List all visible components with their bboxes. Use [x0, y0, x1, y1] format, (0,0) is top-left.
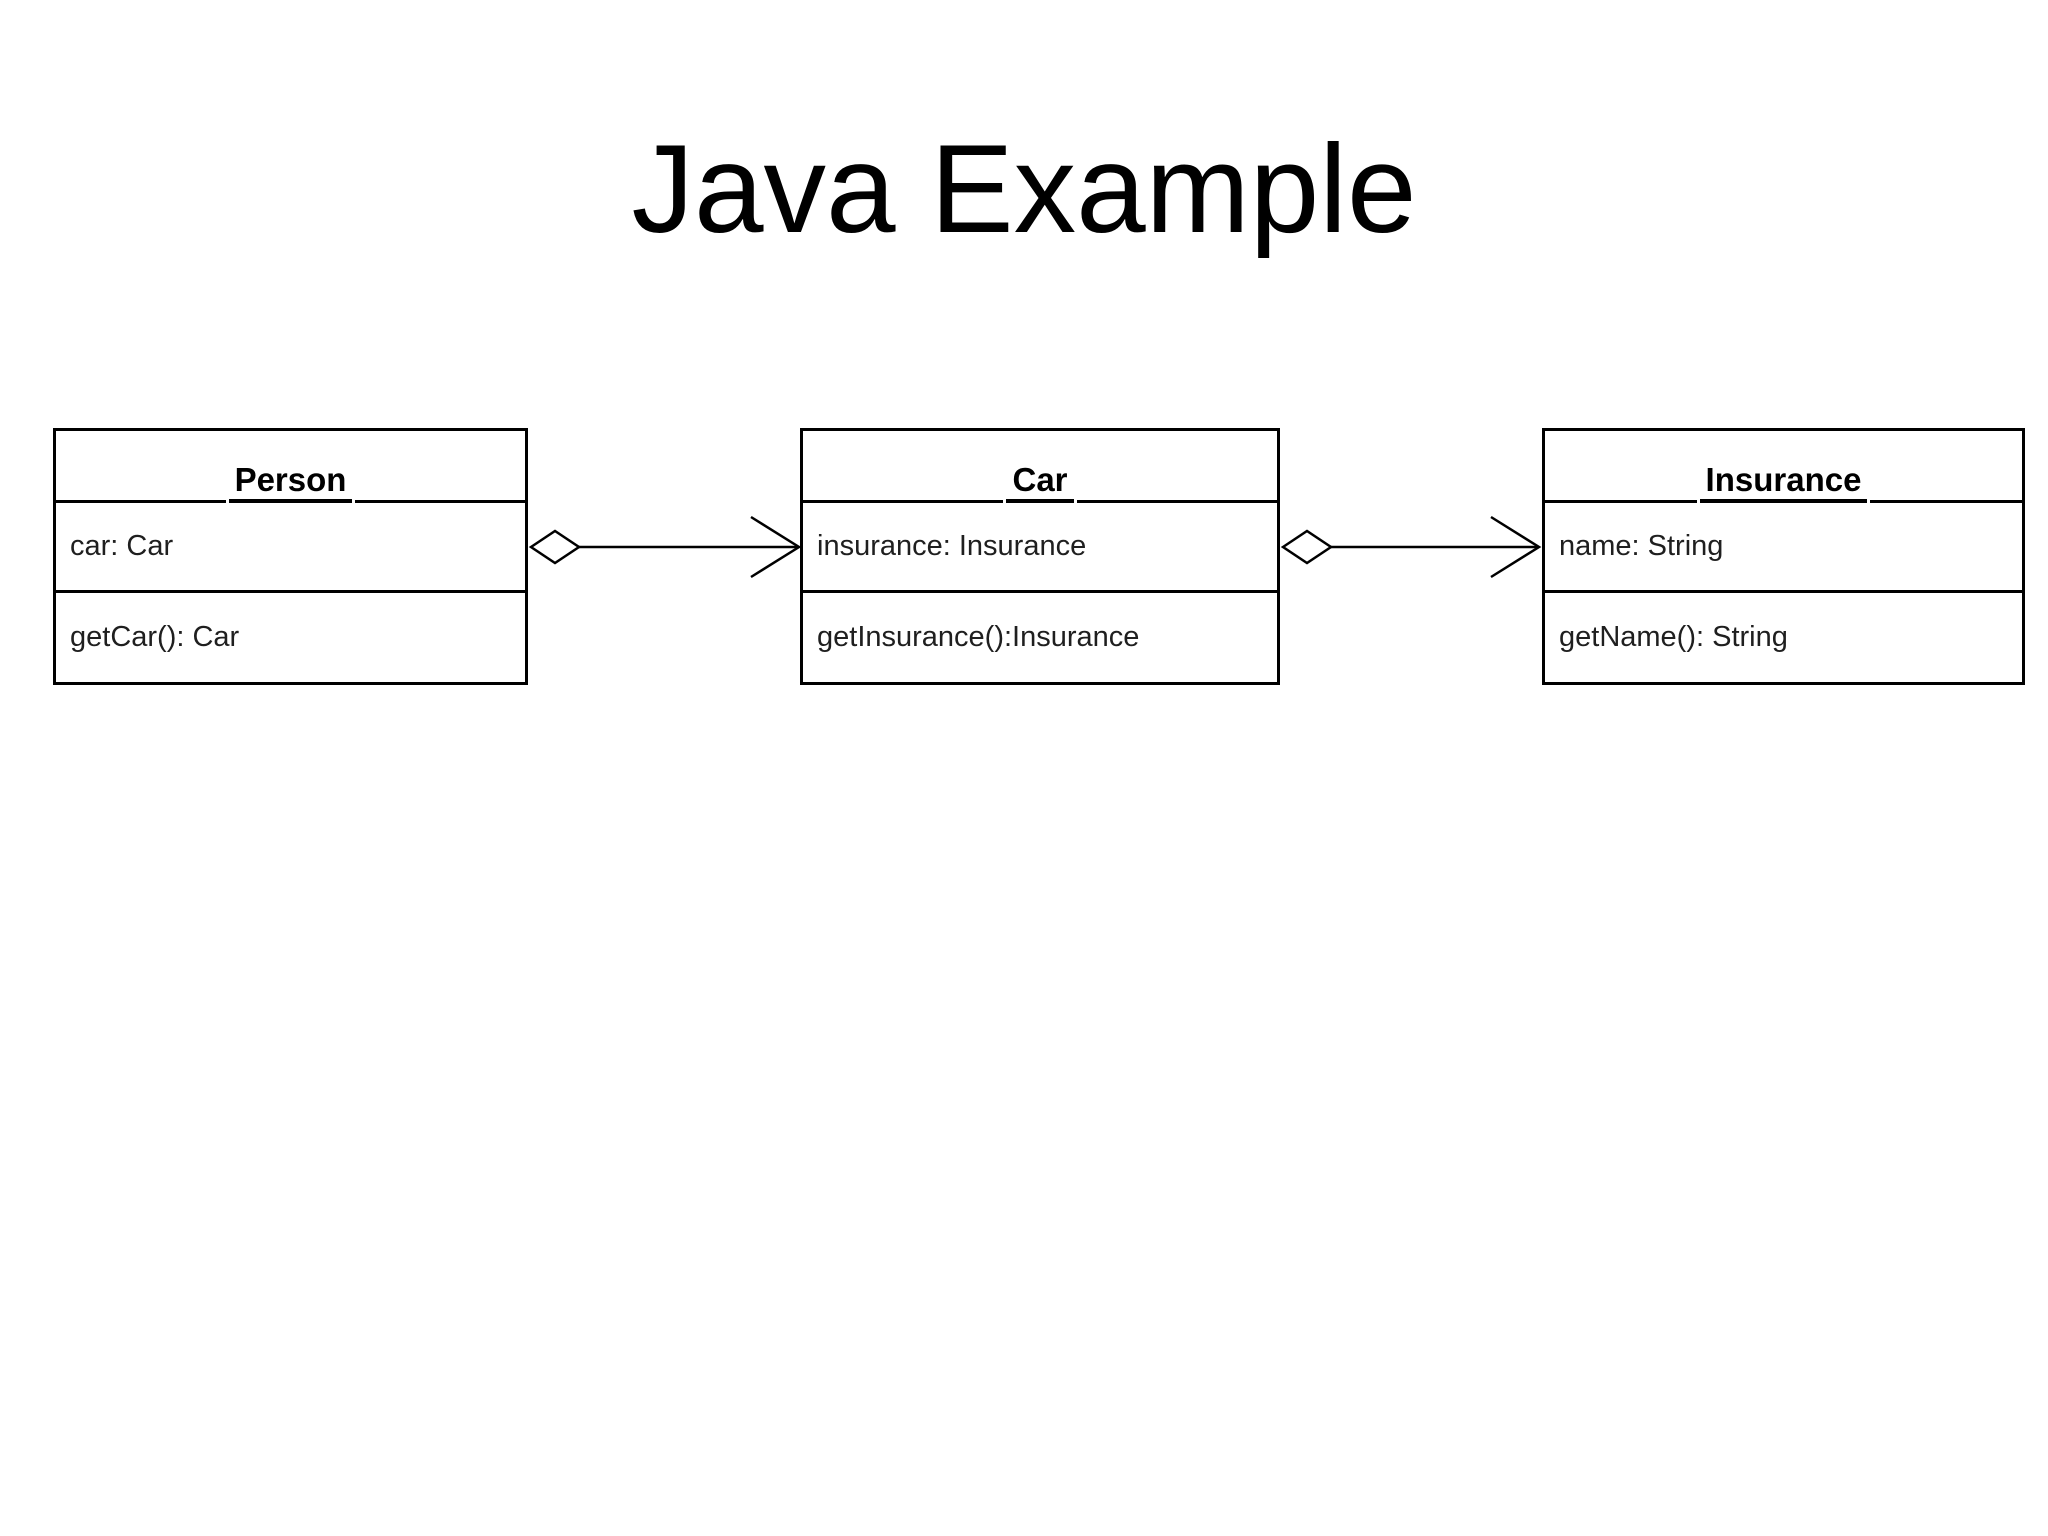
attribute: name: String: [1559, 530, 1724, 563]
attributes-compartment: car: Car: [56, 503, 525, 593]
title-underline-right: [355, 500, 525, 503]
methods-compartment: getCar(): Car: [56, 593, 525, 682]
attribute: car: Car: [70, 530, 174, 563]
class-box-insurance: Insurance name: String getName(): String: [1542, 428, 2025, 685]
attributes-compartment: name: String: [1545, 503, 2022, 593]
title-underline-right: [1870, 500, 2022, 503]
title-underline-right: [1076, 500, 1277, 503]
class-box-car: Car insurance: Insurance getInsurance():…: [800, 428, 1280, 685]
methods-compartment: getName(): String: [1545, 593, 2022, 682]
title-underline-left: [803, 500, 1004, 503]
class-name: Insurance: [1699, 461, 1868, 503]
method: getInsurance():Insurance: [817, 621, 1140, 654]
method: getCar(): Car: [70, 621, 240, 654]
class-name: Car: [1006, 461, 1074, 503]
class-name: Person: [228, 461, 353, 503]
method: getName(): String: [1559, 621, 1788, 654]
class-title-row: Insurance: [1545, 431, 2022, 503]
title-underline-left: [56, 500, 226, 503]
attribute: insurance: Insurance: [817, 530, 1087, 563]
attributes-compartment: insurance: Insurance: [803, 503, 1277, 593]
slide-title: Java Example: [631, 120, 1417, 259]
aggregation-connector-person-car: [525, 505, 805, 589]
aggregation-connector-car-insurance: [1277, 505, 1545, 589]
aggregation-diamond-icon: [528, 529, 582, 565]
class-box-person: Person car: Car getCar(): Car: [53, 428, 528, 685]
open-arrowhead-icon: [1490, 515, 1542, 579]
methods-compartment: getInsurance():Insurance: [803, 593, 1277, 682]
aggregation-diamond-icon: [1280, 529, 1334, 565]
class-title-row: Car: [803, 431, 1277, 503]
open-arrowhead-icon: [750, 515, 802, 579]
class-title-row: Person: [56, 431, 525, 503]
connector-svg: [528, 515, 802, 579]
title-underline-left: [1545, 500, 1697, 503]
connector-svg: [1280, 515, 1542, 579]
